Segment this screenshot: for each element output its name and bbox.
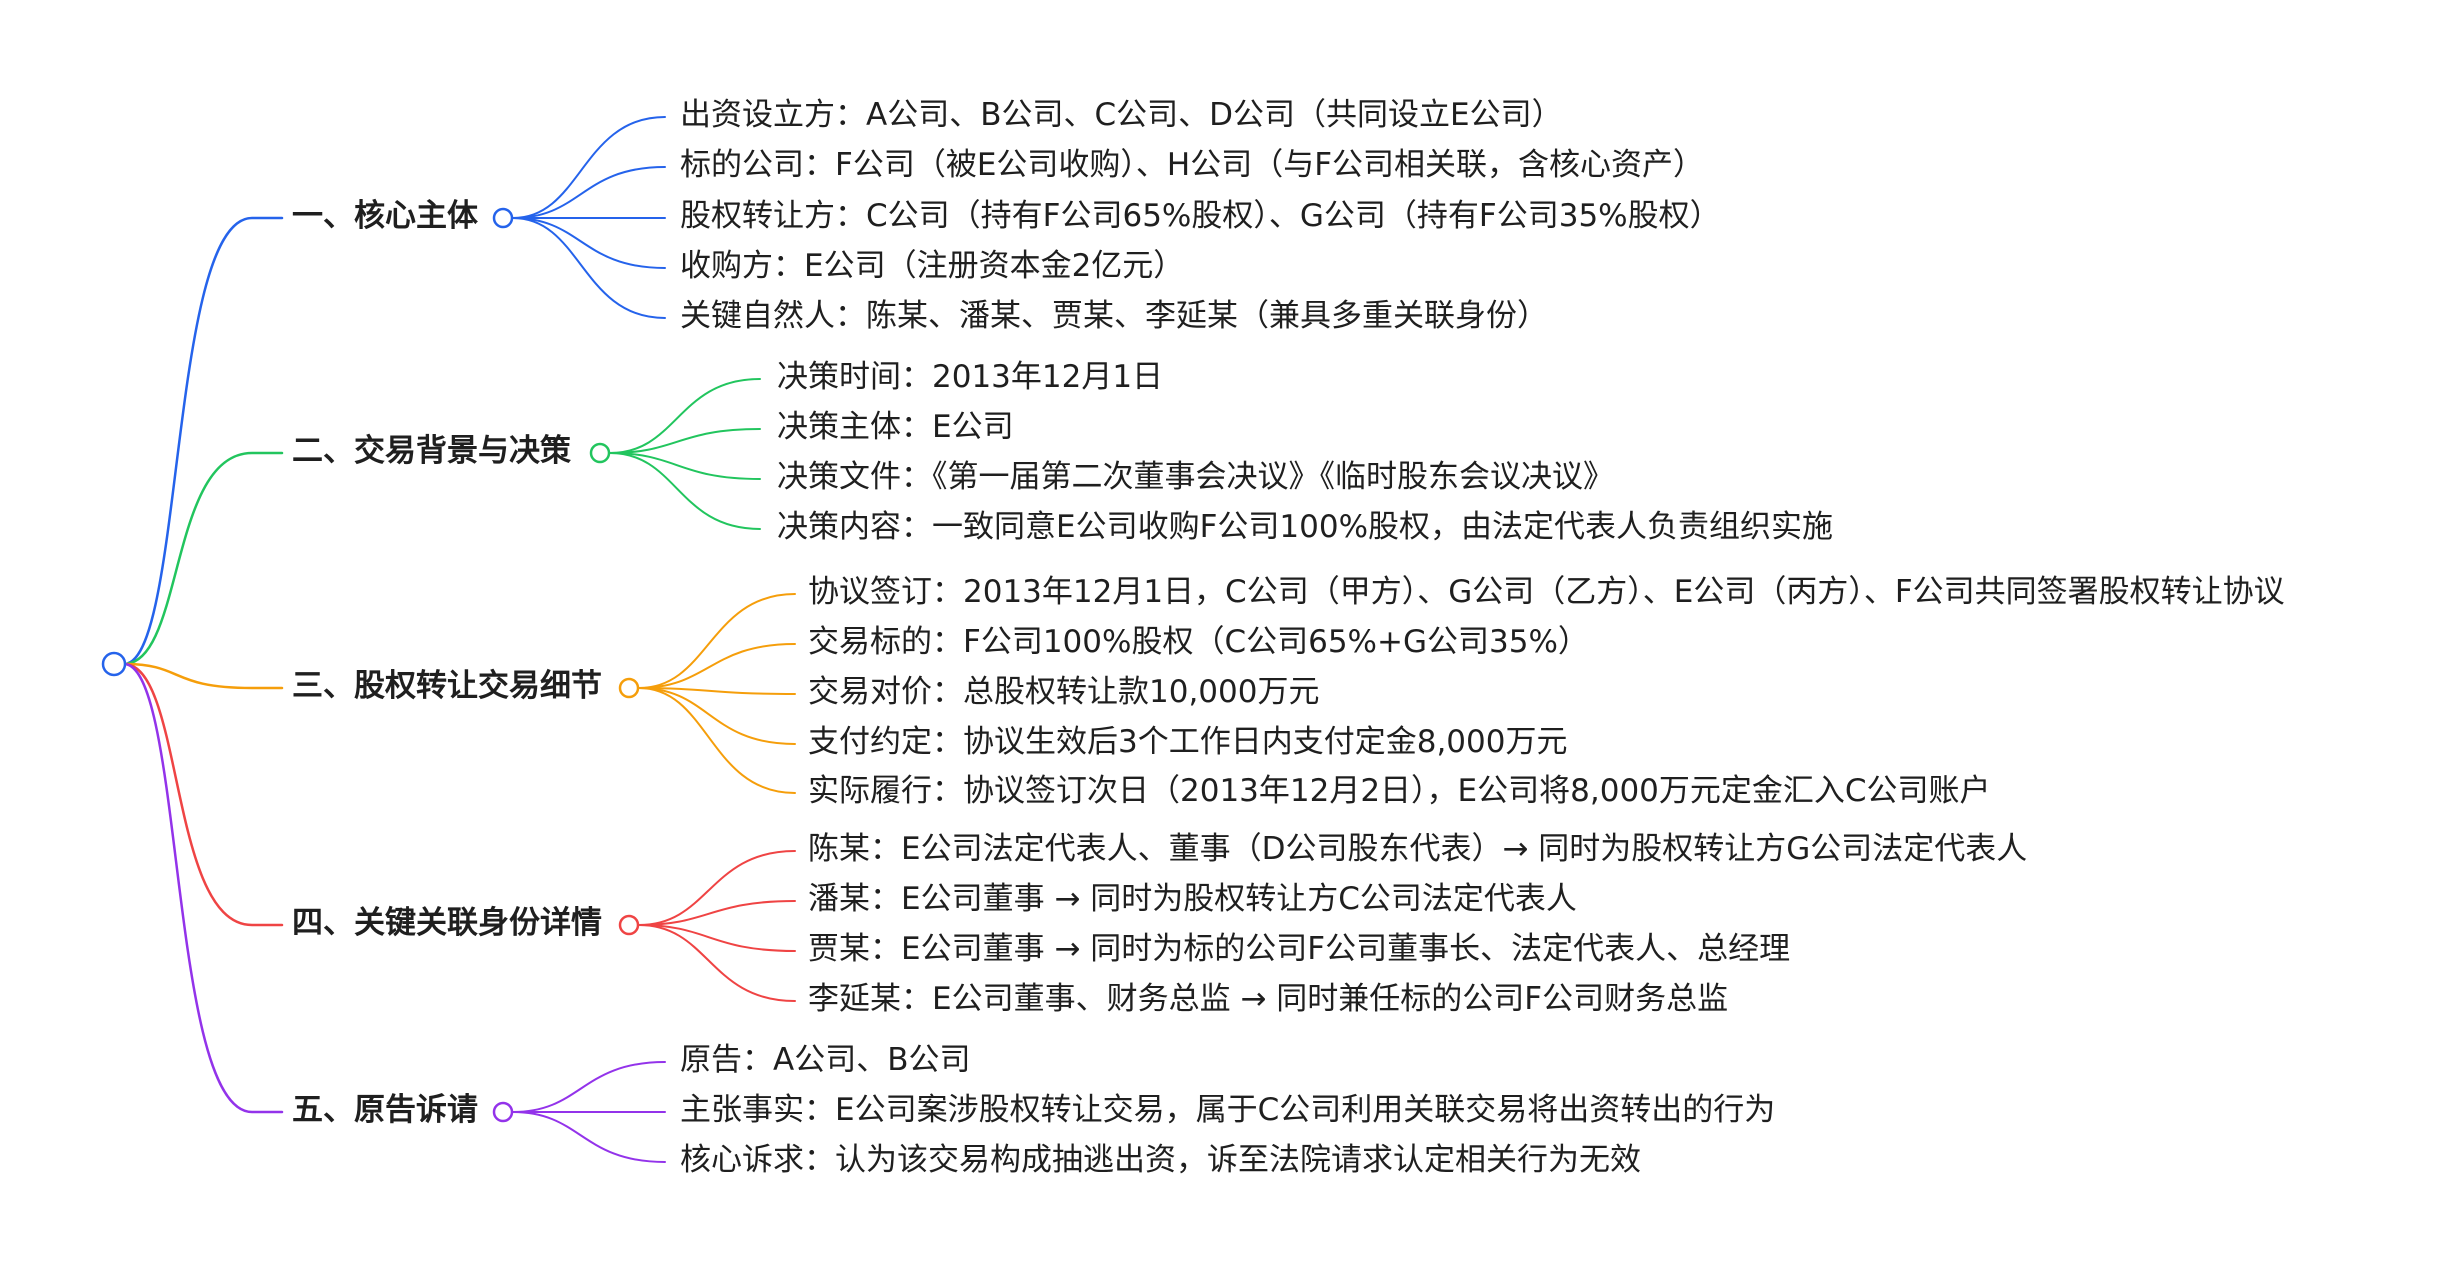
branch-to-leaf-edge <box>638 850 796 926</box>
leaf-item[interactable]: 交易标的：F公司100%股权（C公司65%+G公司35%） <box>808 624 1589 660</box>
branch-to-leaf-edge <box>638 643 796 689</box>
leaf-item[interactable]: 实际履行：协议签订次日（2013年12月2日），E公司将8,000万元定金汇入C… <box>808 773 1991 809</box>
branch-to-leaf-edge <box>638 687 796 695</box>
leaf-item[interactable]: 关键自然人：陈某、潘某、贾某、李延某（兼具多重关联身份） <box>680 298 1548 334</box>
leaf-item[interactable]: 出资设立方：A公司、B公司、C公司、D公司（共同设立E公司） <box>680 97 1563 133</box>
root-to-branch-edge <box>122 451 284 666</box>
branch-edges <box>512 116 796 1163</box>
branch-to-leaf-edge <box>638 924 796 1002</box>
leaf-item[interactable]: 支付约定：协议生效后3个工作日内支付定金8,000万元 <box>808 724 1568 760</box>
branch-to-leaf-edge <box>609 452 761 530</box>
leaf-item[interactable]: 协议签订：2013年12月1日，C公司（甲方）、G公司（乙方）、E公司（丙方）、… <box>808 574 2285 610</box>
branch-to-leaf-edge <box>512 217 666 269</box>
branch-node-toggle[interactable] <box>618 914 640 936</box>
root-to-branch-edge <box>122 216 284 666</box>
leaf-item[interactable]: 主张事实：E公司案涉股权转让交易，属于C公司利用关联交易将出资转出的行为 <box>680 1092 1776 1128</box>
branch-to-leaf-edge <box>609 452 761 480</box>
branch-to-leaf-edge <box>609 378 761 454</box>
branch-to-leaf-edge <box>638 900 796 926</box>
leaf-item[interactable]: 收购方：E公司（注册资本金2亿元） <box>680 248 1185 284</box>
branch-to-leaf-edge <box>512 116 666 219</box>
branch-to-leaf-edge <box>512 166 666 219</box>
branch-node-toggle[interactable] <box>618 677 640 699</box>
branch-title[interactable]: 一、核心主体 <box>292 198 478 234</box>
branch-to-leaf-edge <box>609 428 761 454</box>
branch-title[interactable]: 三、股权转让交易细节 <box>292 668 602 704</box>
branch-to-leaf-edge <box>638 687 796 745</box>
root-to-branch-edge <box>122 662 284 1114</box>
branch-to-leaf-edge <box>512 1061 666 1113</box>
leaf-item[interactable]: 贾某：E公司董事 → 同时为标的公司F公司董事长、法定代表人、总经理 <box>808 931 1791 967</box>
leaf-item[interactable]: 标的公司：F公司（被E公司收购）、H公司（与F公司相关联，含核心资产） <box>680 147 1705 183</box>
leaf-item[interactable]: 潘某：E公司董事 → 同时为股权转让方C公司法定代表人 <box>808 881 1577 917</box>
branch-title[interactable]: 四、关键关联身份详情 <box>292 905 602 941</box>
branch-to-leaf-edge <box>512 1111 666 1163</box>
leaf-item[interactable]: 决策主体：E公司 <box>777 409 1014 445</box>
branch-to-leaf-edge <box>512 217 666 319</box>
branch-node-toggle[interactable] <box>589 442 611 464</box>
root-to-branch-edge <box>122 662 284 690</box>
branch-node-toggle[interactable] <box>492 207 514 229</box>
branch-to-leaf-edge <box>638 593 796 689</box>
leaf-item[interactable]: 决策文件：《第一届第二次董事会决议》《临时股东会议决议》 <box>777 459 1614 495</box>
leaf-item[interactable]: 核心诉求：认为该交易构成抽逃出资，诉至法院请求认定相关行为无效 <box>680 1142 1641 1178</box>
root-edges <box>122 216 284 1114</box>
branch-title[interactable]: 五、原告诉请 <box>292 1092 478 1128</box>
branch-title[interactable]: 二、交易背景与决策 <box>292 433 571 469</box>
root-node[interactable] <box>101 651 127 677</box>
root-to-branch-edge <box>122 662 284 927</box>
leaf-item[interactable]: 李延某：E公司董事、财务总监 → 同时兼任标的公司F公司财务总监 <box>808 981 1729 1017</box>
leaf-item[interactable]: 交易对价：总股权转让款10,000万元 <box>808 674 1320 710</box>
leaf-item[interactable]: 股权转让方：C公司（持有F公司65%股权）、G公司（持有F公司35%股权） <box>680 198 1721 234</box>
leaf-item[interactable]: 决策内容：一致同意E公司收购F公司100%股权，由法定代表人负责组织实施 <box>777 509 1834 545</box>
leaf-item[interactable]: 原告：A公司、B公司 <box>680 1042 971 1078</box>
branch-to-leaf-edge <box>638 687 796 794</box>
leaf-item[interactable]: 陈某：E公司法定代表人、董事（D公司股东代表）→ 同时为股权转让方G公司法定代表… <box>808 831 2028 867</box>
branch-node-toggle[interactable] <box>492 1101 514 1123</box>
leaf-item[interactable]: 决策时间：2013年12月1日 <box>777 359 1164 395</box>
nodes <box>101 207 640 1123</box>
branch-to-leaf-edge <box>638 924 796 952</box>
